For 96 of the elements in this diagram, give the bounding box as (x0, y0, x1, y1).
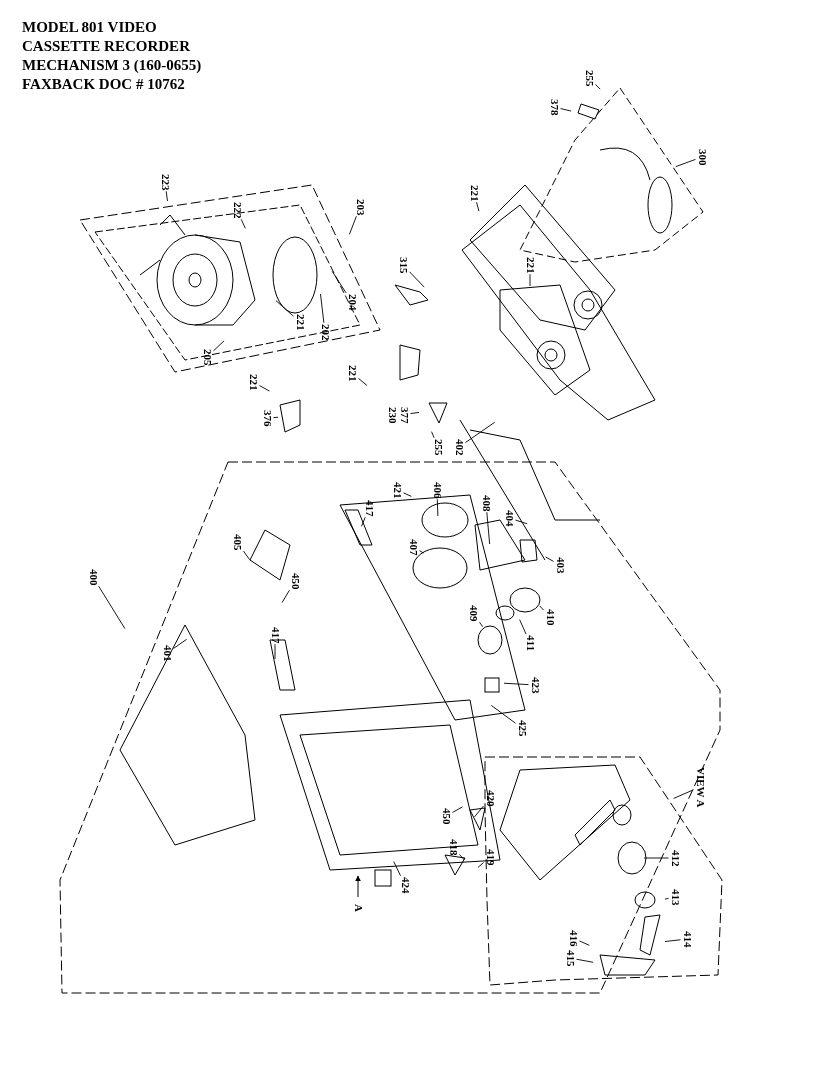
callout-number: 401 (161, 644, 173, 662)
callout-number: 406 (431, 481, 443, 499)
callout-number: 424 (399, 876, 411, 894)
callout-number: 421 (391, 481, 403, 499)
callout-number: 410 (544, 608, 556, 626)
callout-number: 376 (261, 409, 273, 427)
leader-line (98, 585, 126, 630)
callout-number: 450 (289, 572, 301, 590)
callout-number: 255 (583, 69, 595, 87)
leader-line (274, 643, 276, 660)
leader-line (465, 421, 496, 443)
callout-number: 407 (407, 538, 419, 556)
leader-line (486, 511, 491, 545)
leader-line (452, 806, 463, 813)
callout-number: 221 (247, 373, 259, 391)
leader-line (503, 682, 529, 686)
leader-line (673, 789, 694, 799)
leader-line (545, 556, 554, 562)
leader-line (331, 270, 347, 294)
callout-number: 419 (484, 848, 496, 866)
view-label: VIEW A (694, 766, 706, 808)
leader-line (476, 201, 480, 212)
leader-line (459, 853, 465, 861)
callout-number: 417 (363, 499, 375, 517)
callout-number: 405 (231, 533, 243, 551)
leader-line (675, 158, 696, 168)
callout-number: 423 (529, 676, 541, 694)
leader-line (664, 939, 681, 942)
callout-number: 203 (354, 198, 366, 216)
callout-number: 418 (447, 838, 459, 856)
leader-line (410, 412, 420, 414)
callout-number: 204 (346, 293, 358, 311)
leader-line (213, 340, 225, 352)
leader-line (477, 862, 484, 868)
callout-number: 408 (480, 494, 492, 512)
leader-line (643, 857, 669, 859)
leader-line (403, 492, 412, 497)
callout-number: 414 (681, 930, 693, 948)
leader-line (431, 431, 435, 439)
leader-line (243, 550, 251, 561)
callout-number: 425 (516, 719, 528, 737)
leader-line (579, 940, 590, 946)
callout-number: 222 (231, 201, 243, 219)
leader-line (529, 273, 531, 287)
leader-line (419, 550, 424, 554)
callout-number: 404 (503, 509, 515, 527)
callout-number: 402 (453, 438, 465, 456)
callout-number: 420 (484, 789, 496, 807)
title: MODEL 801 VIDEO CASSETTE RECORDER MECHANISM 3 (160-0655) FAXBACK DOC # 10762 (22, 18, 202, 94)
callout-number: 412 (669, 849, 681, 867)
leader-line (560, 108, 572, 112)
callout-number: 378 (548, 98, 560, 116)
callout-number: 230 377 (386, 406, 410, 424)
leader-line (361, 516, 366, 527)
leader-line (275, 300, 294, 317)
callout-number: 221 (294, 313, 306, 331)
leader-line (539, 605, 544, 611)
callout-number: 202 (319, 323, 331, 341)
callout-number: 403 (554, 556, 566, 574)
callout-number: 400 (87, 568, 99, 586)
callout-number: 413 (669, 888, 681, 906)
callout-number: 255 (432, 438, 444, 456)
leader-line (474, 805, 484, 818)
leader-line (519, 619, 527, 635)
callout-number: 409 (467, 604, 479, 622)
leader-line (281, 589, 290, 604)
leader-line (479, 621, 484, 628)
callout-number: 415 (564, 949, 576, 967)
callout-number: 221 (468, 184, 480, 202)
leader-line (259, 385, 270, 392)
leader-line (409, 271, 425, 288)
callout-number: 221 (346, 364, 358, 382)
callout-number: 221 (524, 256, 536, 274)
callout-number: 417 (269, 626, 281, 644)
callout-number: 315 (397, 256, 409, 274)
leader-line (273, 416, 279, 418)
leader-line (595, 84, 601, 90)
callout-number: 450 (440, 807, 452, 825)
leader-line (358, 377, 368, 386)
leader-line (240, 218, 246, 229)
leader-line (349, 215, 357, 235)
leader-line (490, 704, 516, 724)
callout-number: 205 (201, 348, 213, 366)
leader-line (576, 958, 594, 963)
callout-number: 411 (524, 635, 536, 651)
leader-line (393, 861, 401, 877)
leader-line (436, 498, 439, 517)
view-letter: A (352, 904, 364, 912)
leader-line (664, 897, 669, 900)
leader-line (320, 293, 325, 324)
callout-number: 300 (696, 148, 708, 166)
leader-line (165, 190, 168, 202)
callout-number: 223 (159, 173, 171, 191)
callout-number: 416 (567, 929, 579, 947)
leader-line (173, 638, 188, 649)
leader-line (515, 519, 528, 525)
